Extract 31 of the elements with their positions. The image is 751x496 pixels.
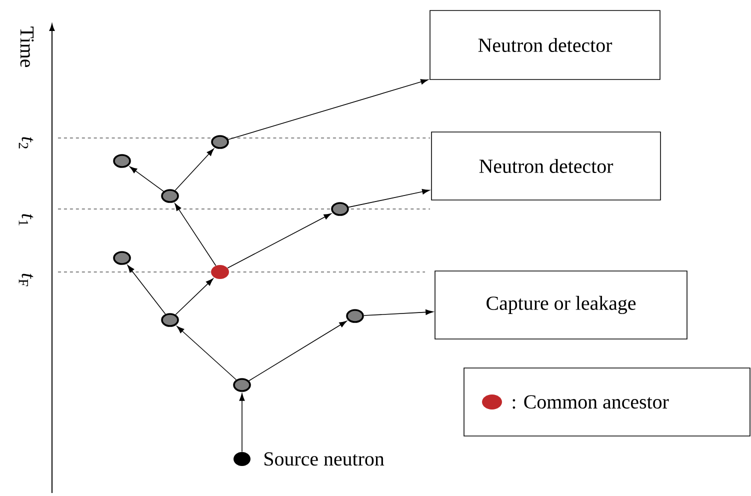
time-mark: t$_{1}$: [18, 214, 34, 226]
arrow: [174, 148, 214, 191]
arrow: [176, 326, 237, 380]
time-mark: t$_{2}$: [18, 137, 34, 148]
neutron-dot: [331, 202, 349, 216]
legend-text: : Common ancestor: [512, 395, 669, 409]
arrow: [248, 320, 347, 382]
time-mark: t$_{F}$: [18, 274, 34, 286]
neutron-dot: [161, 313, 179, 327]
axis-label: Time: [20, 26, 34, 67]
neutron-dot: [113, 251, 131, 265]
source-dot: [234, 452, 250, 466]
text-box: Capture or leakage: [434, 270, 688, 340]
neutron-dot: [211, 135, 229, 149]
arrow: [127, 264, 166, 314]
arrow: [130, 166, 164, 192]
node-caption: Source neutron: [264, 452, 384, 466]
neutron-dot: [161, 189, 179, 203]
text-box: Neutron detector: [430, 10, 660, 80]
text-box: Neutron detector: [431, 132, 661, 200]
arrow: [175, 278, 214, 316]
arrow: [239, 393, 245, 452]
arrow: [348, 188, 430, 208]
arrow: [174, 203, 216, 266]
neutron-dot: [113, 154, 131, 168]
ancestor-dot: [211, 265, 229, 279]
neutron-dot: [346, 309, 364, 323]
neutron-dot: [233, 378, 251, 392]
arrow: [363, 309, 434, 316]
arrow: [228, 79, 428, 140]
arrow: [227, 213, 332, 268]
